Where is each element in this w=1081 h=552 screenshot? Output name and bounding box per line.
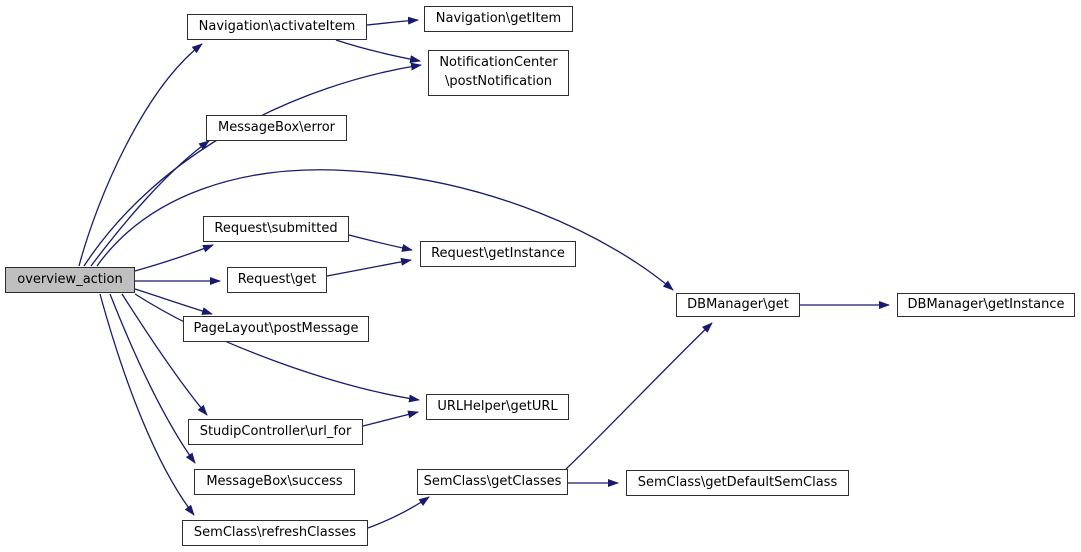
node-messagebox-error[interactable]: MessageBox\error xyxy=(206,115,347,141)
node-dbmanager-getinstance[interactable]: DBManager\getInstance xyxy=(897,293,1075,317)
edge-activateitem-to-postnotification xyxy=(335,39,421,64)
node-messagebox-success[interactable]: MessageBox\success xyxy=(194,469,355,495)
node-request-getinstance[interactable]: Request\getInstance xyxy=(420,241,576,267)
node-urlhelper-geturl[interactable]: URLHelper\getURL xyxy=(426,394,569,420)
edge-overview-to-url-for xyxy=(121,293,208,416)
node-overview-action: overview_action xyxy=(5,267,135,293)
edge-overview-to-activateitem xyxy=(78,43,203,267)
edge-overview-to-request-submitted xyxy=(134,244,214,272)
edge-refreshclasses-to-getclasses xyxy=(367,496,430,529)
node-navigation-activateitem[interactable]: Navigation\activateItem xyxy=(187,14,367,40)
edge-overview-to-urlhelper-geturl xyxy=(134,293,420,403)
node-semclass-refreshclasses[interactable]: SemClass\refreshClasses xyxy=(182,520,368,546)
edge-overview-to-dbmanager-get xyxy=(96,169,674,291)
edge-url-for-to-geturl xyxy=(362,410,419,427)
node-pagelayout-postmessage[interactable]: PageLayout\postMessage xyxy=(183,316,369,342)
node-navigation-getitem[interactable]: Navigation\getItem xyxy=(424,6,573,32)
edge-activateitem-to-getitem xyxy=(366,16,419,26)
node-studipcontroller-url-for[interactable]: StudipController\url_for xyxy=(188,419,363,445)
node-notificationcenter-postnotification[interactable]: NotificationCenter \postNotification xyxy=(428,50,569,96)
node-request-get[interactable]: Request\get xyxy=(227,267,327,293)
node-request-submitted[interactable]: Request\submitted xyxy=(203,216,349,242)
edge-overview-to-refreshclasses xyxy=(99,293,195,516)
node-semclass-getclasses[interactable]: SemClass\getClasses xyxy=(417,469,568,495)
node-semclass-getdefaultsemclass[interactable]: SemClass\getDefaultSemClass xyxy=(626,470,849,496)
edge-getclasses-to-dbmanager-get xyxy=(565,322,713,470)
edge-submitted-to-getinstance xyxy=(348,234,413,252)
edge-get-to-getinstance xyxy=(326,257,412,277)
edge-overview-to-pagelayout-postmessage xyxy=(134,288,213,315)
edge-overview-to-messagebox-error xyxy=(90,140,210,267)
node-dbmanager-get[interactable]: DBManager\get xyxy=(676,293,800,317)
